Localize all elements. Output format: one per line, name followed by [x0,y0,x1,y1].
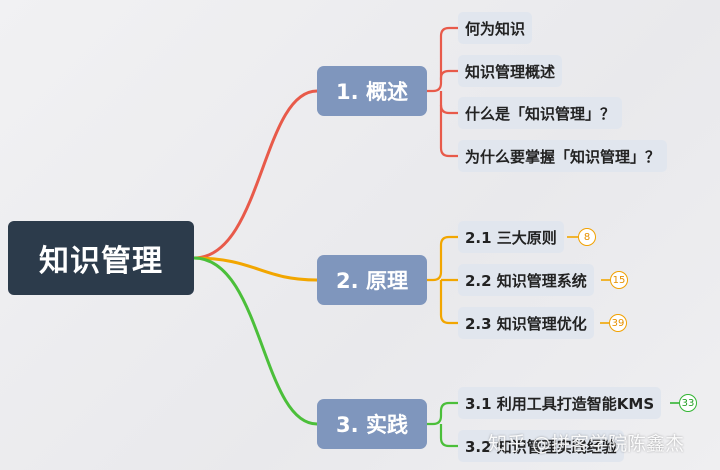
link-overview-1 [427,26,458,93]
sub-node-km-practice[interactable]: 3.2 知识管理实践经验 [458,430,624,462]
branch-node-practice[interactable]: 3. 实践 [317,399,427,449]
sub-node-smart-kms[interactable]: 3.1 利用工具打造智能KMS [458,387,662,419]
branch-node-overview[interactable]: 1. 概述 [317,66,427,116]
link-practice-1 [427,401,458,426]
count-badge: 33 [679,394,697,412]
sub-node-km-system[interactable]: 2.2 知识管理系统 [458,264,594,296]
link-overview-4 [439,105,458,158]
watermark-text: 知乎 @拼客学院陈鑫杰 [488,433,685,455]
root-node[interactable]: 知识管理 [8,221,194,295]
link-root-practice [193,256,318,426]
count-badge: 8 [578,228,596,246]
count-badge: 39 [609,314,627,332]
link-principles-3 [439,280,458,325]
link-root-overview [193,89,318,260]
sub-node-three-principles[interactable]: 2.1 三大原则 [458,221,564,253]
sub-node-km-optimization[interactable]: 2.3 知识管理优化 [458,307,594,339]
link-overview-3 [439,91,458,115]
count-badge: 15 [610,271,628,289]
link-practice-2 [439,424,458,448]
branch-node-principles[interactable]: 2. 原理 [317,255,427,305]
link-overview-2 [439,69,458,80]
sub-node-why-km[interactable]: 为什么要掌握「知识管理」？ [458,140,668,172]
sub-node-what-is-knowledge[interactable]: 何为知识 [458,12,533,44]
link-root-principles [193,256,318,282]
sub-node-what-is-km[interactable]: 什么是「知识管理」？ [458,97,623,129]
link-principles-1 [427,235,458,282]
sub-node-km-overview[interactable]: 知识管理概述 [458,55,563,87]
